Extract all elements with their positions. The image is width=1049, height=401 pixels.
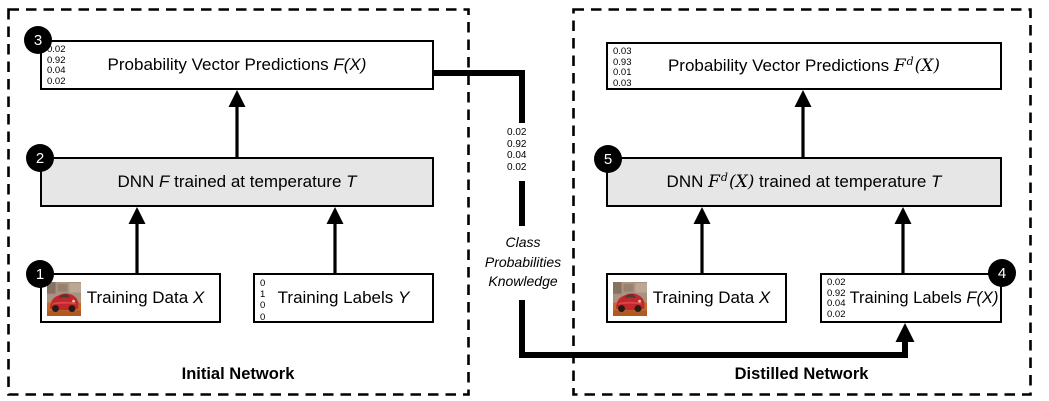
training-data-label-right: Training Data X: [652, 288, 771, 307]
training-labels-label-right: Training Labels F(X): [849, 288, 999, 307]
dnn-box-left: DNN F trained at temperature T: [40, 157, 434, 207]
step-badge-4: 4: [988, 259, 1016, 287]
label-vector: 0.02 0.92 0.04 0.02: [827, 277, 846, 320]
knowledge-caption: Class Probabilities Knowledge: [484, 234, 562, 289]
distilled-network-frame: [572, 8, 1032, 396]
training-image-car: [613, 282, 647, 316]
training-data-box-right: Training Data X: [606, 273, 787, 323]
dnn-label-left: DNN F trained at temperature T: [117, 172, 357, 191]
probability-vector: 0.03 0.93 0.01 0.03: [613, 46, 632, 89]
initial-network-frame: [7, 8, 470, 396]
step-badge-3: 3: [24, 26, 52, 54]
training-labels-box-right: 0.02 0.92 0.04 0.02 Training Labels F(X): [820, 273, 1002, 323]
step-badge-2: 2: [26, 144, 54, 172]
probability-vector: 0.02 0.92 0.04 0.02: [47, 44, 66, 87]
label-vector: 0 1 0 0: [260, 278, 266, 323]
pred-box-left: 0.02 0.92 0.04 0.02 Probability Vector P…: [40, 40, 434, 90]
knowledge-transfer-line: [434, 70, 915, 358]
initial-network-title: Initial Network: [181, 365, 295, 383]
arrow-data-to-dnn-left: [128, 207, 146, 273]
training-labels-label-left: Training Labels Y: [277, 288, 410, 307]
knowledge-vector: 0.02 0.92 0.04 0.02: [507, 127, 527, 173]
pred-label-left: Probability Vector Predictions F(X): [107, 55, 367, 74]
distilled-network-title: Distilled Network: [734, 365, 869, 383]
dnn-box-right: DNN Fd(X) trained at temperature T: [606, 157, 1002, 207]
step-badge-5: 5: [594, 145, 622, 173]
arrow-data-to-dnn-right: [693, 207, 711, 273]
step-badge-1: 1: [26, 260, 54, 288]
knowledge-arrowhead: [895, 323, 915, 342]
training-data-label-left: Training Data X: [86, 288, 205, 307]
training-image-car: [47, 282, 81, 316]
training-data-box-left: Training Data X: [40, 273, 221, 323]
training-labels-box-left: 0 1 0 0 Training Labels Y: [253, 273, 434, 323]
arrow-labels-to-dnn-left: [326, 207, 344, 273]
dnn-label-right: DNN Fd(X) trained at temperature T: [666, 171, 942, 192]
pred-box-right: 0.03 0.93 0.01 0.03 Probability Vector P…: [606, 42, 1002, 90]
pred-label-right: Probability Vector Predictions Fd(X): [667, 55, 941, 76]
arrow-labels-to-dnn-right: [894, 207, 912, 273]
